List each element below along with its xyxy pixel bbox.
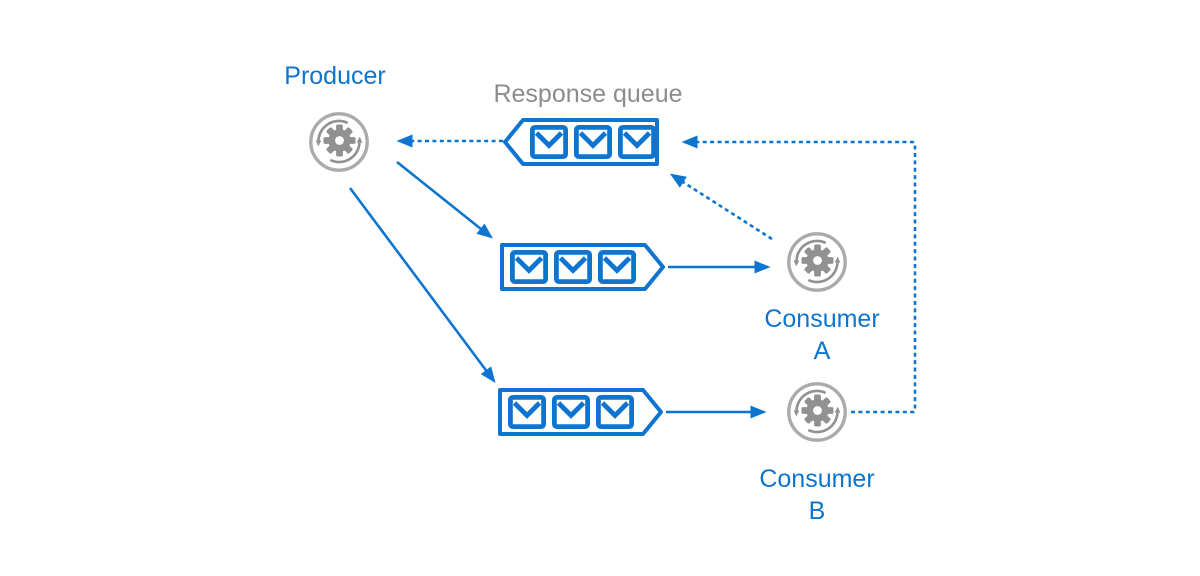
envelope-icon <box>598 397 631 426</box>
consumer-a-label: Consumer A <box>742 303 902 367</box>
response-queue-label: Response queue <box>493 80 683 108</box>
producer-gear-sync-icon <box>309 112 369 172</box>
response-queue-shape <box>503 118 659 166</box>
envelope-icon <box>600 252 633 281</box>
consumer-a-label-line1: Consumer <box>764 305 880 333</box>
envelope-icon <box>576 127 609 156</box>
envelope-icon <box>532 127 565 156</box>
request-queue-b-shape <box>498 388 663 436</box>
envelope-icon <box>620 127 653 156</box>
consumer-a-gear-sync-icon <box>787 232 847 292</box>
arrow-producer-to-queue-b <box>348 187 496 384</box>
consumer-b-label: Consumer B <box>737 463 897 527</box>
envelope-icon <box>554 397 587 426</box>
consumer-b-label-line2: B <box>808 497 826 525</box>
producer-label: Producer <box>284 62 386 90</box>
consumer-b-gear-sync-icon <box>787 382 847 442</box>
arrow-consumer-a-to-response-queue <box>669 173 773 241</box>
request-queue-a-shape <box>500 243 665 291</box>
envelope-icon <box>512 252 545 281</box>
envelope-icon <box>556 252 589 281</box>
consumer-b-label-line1: Consumer <box>759 465 875 493</box>
envelope-icon <box>510 397 543 426</box>
arrow-producer-to-queue-a <box>396 160 493 239</box>
arrow-consumer-b-to-response-queue <box>681 135 917 414</box>
consumer-a-label-line2: A <box>813 337 831 365</box>
